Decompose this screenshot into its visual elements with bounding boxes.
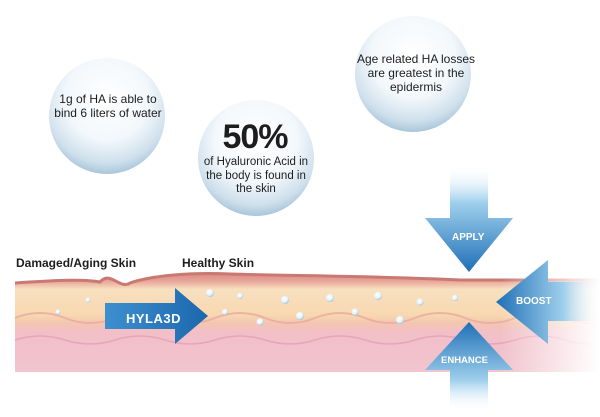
skin-surface-line <box>14 271 600 286</box>
bubble-percent-text: of Hyaluronic Acid in the body is found … <box>203 156 309 195</box>
apply-arrow <box>425 165 513 272</box>
healthy-skin-label: Healthy Skin <box>182 256 255 270</box>
bubble-loss-text: Age related HA losses are greatest in th… <box>356 52 476 94</box>
bubble-epidermis-loss <box>355 16 471 132</box>
apply-label: APPLY <box>452 232 485 243</box>
hyla3d-arrow <box>105 288 208 344</box>
damaged-skin-label: Damaged/Aging Skin <box>16 256 137 270</box>
hyla3d-label: HYLA3D <box>126 311 182 326</box>
boost-arrow <box>496 260 600 344</box>
enhance-arrow <box>425 322 513 412</box>
bubble-bind-water <box>49 58 165 174</box>
enhance-label: ENHANCE <box>441 355 488 366</box>
bubble-percent-value: 50% <box>222 118 288 156</box>
ha-droplets <box>55 289 458 326</box>
boost-label: BOOST <box>516 296 552 307</box>
bubble-bind-text: 1g of HA is able to bind 6 liters of wat… <box>54 92 162 120</box>
bubble-percent <box>198 100 314 216</box>
skin-cross-section <box>14 270 600 380</box>
